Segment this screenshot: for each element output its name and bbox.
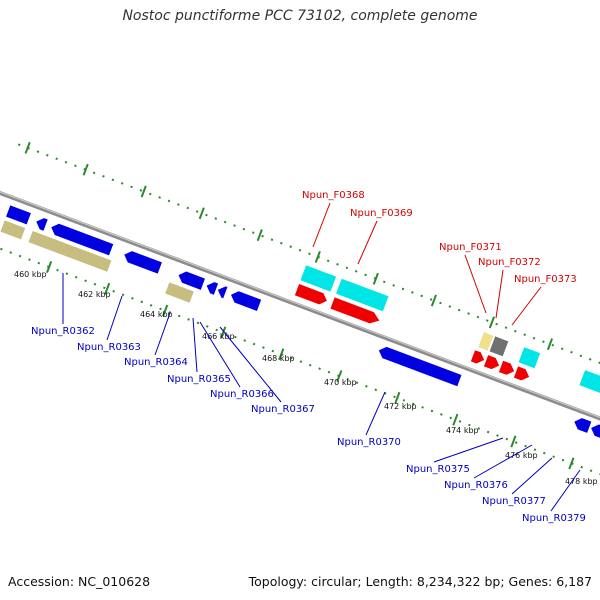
major-tick (546, 338, 554, 351)
gene-feature[interactable] (122, 249, 162, 274)
genome-backbone (0, 184, 600, 449)
gene-feature[interactable] (572, 416, 592, 433)
gene-label[interactable]: Npun_R0375 (406, 464, 470, 475)
leader-line (154, 312, 171, 356)
gene-label[interactable]: Npun_R0366 (210, 389, 274, 400)
gene-label[interactable]: Npun_R0377 (482, 496, 546, 507)
leader-line (219, 326, 282, 403)
topology-label: Topology: circular; Length: 8,234,322 bp… (248, 574, 592, 589)
major-tick (140, 185, 147, 198)
gene-feature[interactable] (377, 345, 462, 387)
major-tick (336, 370, 343, 383)
leader-line (192, 317, 198, 373)
gene-feature[interactable] (28, 230, 112, 272)
gene-feature[interactable] (579, 370, 600, 410)
leader-line (495, 269, 504, 319)
outer-tick-ring (17, 143, 600, 392)
gene-feature[interactable] (470, 350, 486, 365)
major-tick (256, 229, 263, 242)
gene-feature[interactable] (330, 297, 381, 326)
major-tick (278, 348, 285, 361)
map-title: Nostoc punctiforme PCC 73102, complete g… (122, 8, 478, 24)
tick-label: 476 kbp (505, 451, 538, 460)
accession-label: Accession: NC_010628 (8, 574, 151, 589)
inner-tick-ring (0, 240, 600, 489)
major-tick (394, 391, 401, 404)
gene-feature[interactable] (216, 284, 228, 299)
gene-label[interactable]: Npun_R0364 (124, 357, 188, 368)
leader-line (511, 457, 553, 495)
tick-label: 474 kbp (446, 426, 479, 435)
major-tick (104, 282, 111, 295)
gene-label[interactable]: Npun_R0365 (167, 374, 231, 385)
gene-label[interactable]: Npun_F0372 (478, 257, 541, 268)
leader-line (106, 295, 123, 341)
gene-feature[interactable] (165, 282, 194, 303)
leader-line (464, 254, 487, 314)
tick-label: 470 kbp (324, 378, 357, 387)
tick-label: 460 kbp (14, 270, 47, 279)
gene-feature[interactable] (483, 355, 501, 371)
leader-line (473, 444, 533, 479)
gene-label[interactable]: Npun_R0376 (444, 480, 508, 491)
leader-line (550, 469, 581, 512)
gene-feature[interactable] (300, 265, 337, 292)
major-tick (488, 316, 495, 329)
gene-label[interactable]: Npun_F0373 (514, 274, 577, 285)
gene-feature[interactable] (49, 222, 114, 256)
gene-feature[interactable] (498, 360, 516, 377)
gene-feature[interactable] (6, 205, 31, 225)
major-tick (82, 163, 89, 176)
gene-feature[interactable] (518, 347, 541, 369)
major-tick (162, 304, 169, 317)
tick-label: 462 kbp (78, 290, 111, 299)
major-tick (372, 272, 379, 285)
leader-line (365, 391, 386, 436)
gene-label[interactable]: Npun_F0368 (302, 190, 365, 201)
leader-line (357, 220, 378, 265)
gene-label[interactable]: Npun_R0379 (522, 513, 586, 524)
gene-feature[interactable] (34, 216, 48, 231)
tick-label: 478 kbp (565, 477, 598, 486)
gene-feature[interactable] (478, 332, 494, 351)
major-tick (220, 326, 227, 339)
major-tick (452, 413, 459, 426)
major-tick (568, 457, 575, 470)
gene-feature[interactable] (229, 289, 262, 311)
leader-line (312, 202, 331, 248)
gene-feature[interactable] (589, 422, 600, 453)
tick-label: 464 kbp (140, 310, 173, 319)
major-tick (430, 294, 437, 307)
gene-label[interactable]: Npun_R0362 (31, 326, 95, 337)
gene-feature[interactable] (205, 280, 219, 295)
major-tick (198, 207, 205, 220)
major-tick (46, 261, 53, 273)
gene-label[interactable]: Npun_F0371 (439, 242, 502, 253)
leader-line (433, 437, 504, 463)
major-tick (314, 250, 321, 263)
gene-label[interactable]: Npun_R0363 (77, 342, 141, 353)
tick-label: 466 kbp (202, 332, 235, 341)
gene-label[interactable]: Npun_R0370 (337, 437, 401, 448)
gene-feature[interactable] (294, 284, 329, 306)
tick-label: 472 kbp (384, 402, 417, 411)
gene-feature[interactable] (0, 220, 26, 240)
gene-feature[interactable] (513, 366, 531, 382)
gene-label[interactable]: Npun_R0367 (251, 404, 315, 415)
tick-label: 468 kbp (262, 354, 295, 363)
major-tick (510, 435, 517, 448)
gene-label[interactable]: Npun_F0369 (350, 208, 413, 219)
leader-line (199, 321, 241, 388)
gene-feature[interactable] (176, 269, 205, 290)
leader-line (511, 286, 542, 326)
gene-feature[interactable] (336, 278, 389, 312)
gene-feature[interactable] (489, 336, 509, 357)
major-tick (24, 141, 31, 154)
